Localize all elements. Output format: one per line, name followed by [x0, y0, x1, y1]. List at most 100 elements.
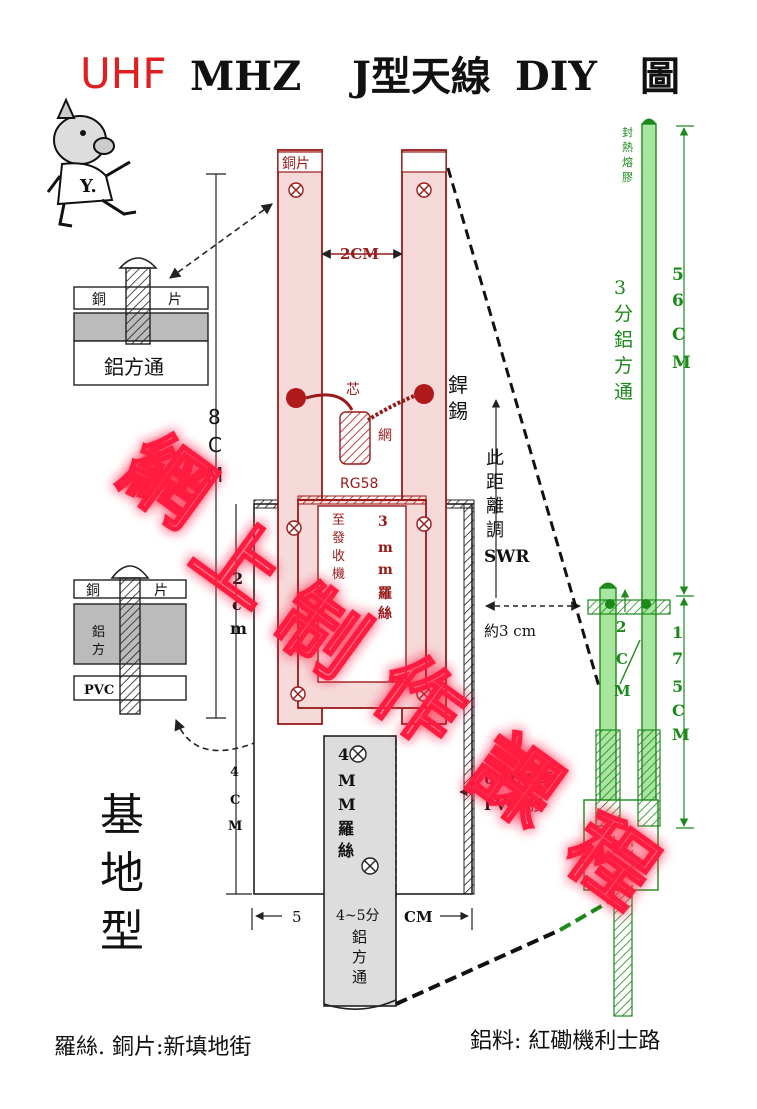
heat-glue-label: 封 熱 熔 膠 [622, 125, 633, 184]
screw-icon [349, 745, 379, 875]
copper-j-element [277, 149, 447, 725]
dim-56cm: 5 6 C M [672, 265, 691, 373]
footer-left: 羅絲. 銅片:新填地街 [54, 1035, 251, 1060]
tube-size-label: 4~5分 [336, 908, 380, 924]
detail1-pointer [169, 203, 273, 279]
pig-mascot-icon: Y. [46, 97, 137, 228]
svg-text:封: 封 [622, 125, 633, 139]
detail1-copper-a: 銅 [92, 292, 106, 308]
coax-feed [286, 384, 434, 465]
detail-copper-al-pvc-screw: 銅 片 鋁 方 PVC [73, 565, 187, 715]
svg-text:m: m [378, 562, 393, 578]
svg-text:機: 機 [332, 567, 345, 582]
svg-text:M: M [228, 819, 242, 834]
svg-text:通: 通 [352, 968, 367, 986]
svg-text:2: 2 [232, 569, 243, 588]
distance-swr-note: 此 距 離 調 [486, 448, 504, 541]
svg-text:M: M [614, 682, 631, 700]
detail2-copper-b: 片 [154, 583, 168, 599]
svg-text:7: 7 [672, 649, 683, 668]
svg-text:絲: 絲 [338, 841, 354, 860]
footer-right: 鋁料: 紅磡機利士路 [470, 1029, 660, 1054]
dim-cm-label: CM [404, 908, 433, 926]
svg-text:型: 型 [100, 906, 144, 957]
svg-text:收: 收 [332, 549, 345, 564]
title-uhf: UHF [80, 49, 166, 98]
detail1-al: 鋁方通 [104, 355, 164, 379]
svg-text:M: M [338, 771, 356, 790]
width-2cm-label: 2CM [340, 245, 379, 263]
dim-5-label: 5 [292, 908, 302, 926]
svg-text:1: 1 [672, 623, 683, 642]
connector-upper [446, 167, 602, 691]
svg-text:4: 4 [338, 745, 349, 764]
svg-text:熱: 熱 [622, 141, 633, 154]
pvc-top-right [445, 499, 475, 509]
title-j-antenna: J型天線 [349, 53, 491, 100]
detail2-copper-a: 銅 [86, 583, 100, 599]
to-transceiver-label: 至 發 收 機 [332, 513, 345, 582]
connector-lower [395, 928, 561, 1006]
green-antenna [583, 118, 671, 1017]
svg-text:C: C [616, 650, 628, 668]
svg-text:此: 此 [486, 448, 504, 469]
svg-text:3: 3 [614, 277, 626, 299]
svg-text:3: 3 [378, 514, 388, 530]
title-mhz: MHZ [190, 53, 301, 100]
solder-label-2: 錫 [448, 399, 468, 423]
detail1-copper-b: 片 [168, 292, 182, 308]
dim-2cm-right: 2 C M [614, 618, 631, 700]
svg-text:m: m [378, 540, 393, 556]
svg-text:地: 地 [100, 848, 144, 899]
svg-text:M: M [672, 353, 691, 373]
base-type-label: 基 地 型 [100, 790, 144, 957]
about-3cm-label: 約3 cm [484, 622, 536, 640]
dim-4cm: 4 C M [228, 765, 242, 834]
svg-text:方: 方 [614, 355, 633, 377]
svg-text:羅: 羅 [338, 819, 354, 838]
detail2-al-a: 鋁 [92, 625, 105, 640]
coax-label: RG58 [340, 476, 378, 492]
svg-text:調: 調 [486, 520, 504, 541]
svg-text:距: 距 [486, 472, 504, 493]
pvc-glue-label-b: 膠 [528, 796, 543, 814]
svg-text:基: 基 [100, 790, 144, 841]
pvc-6mm-label: 6 MM 厚 [484, 770, 553, 788]
screw-3mm-label: 3 m m 羅 絲 [378, 514, 393, 622]
title-tu: 圖 [640, 53, 680, 100]
svg-text:5: 5 [672, 677, 683, 696]
svg-text:C: C [672, 701, 685, 720]
detail-copper-al-screw: 銅 片 鋁方通 [73, 257, 209, 386]
svg-text:6: 6 [672, 291, 684, 311]
al-3fen-label: 3 分 鋁 方 通 [614, 277, 633, 403]
solder-label-1: 銲 [448, 373, 468, 397]
al-square-tube [323, 735, 397, 1007]
pvc-glue-label-a: PVC [484, 796, 519, 814]
copper-label: 銅片 [282, 156, 310, 172]
core-label: 芯 [346, 382, 360, 398]
svg-text:C: C [672, 325, 686, 345]
svg-text:M: M [338, 795, 356, 814]
svg-text:離: 離 [486, 496, 504, 517]
svg-text:鋁: 鋁 [352, 928, 367, 946]
swr-label: SWR [484, 547, 530, 567]
title-diy: DIY [515, 53, 597, 100]
svg-text:C: C [230, 793, 240, 808]
svg-text:5: 5 [672, 265, 684, 285]
svg-text:絲: 絲 [378, 605, 392, 622]
dim-17-5cm: 1 7 5 C M [672, 623, 690, 744]
svg-text:通: 通 [614, 381, 633, 403]
svg-text:8: 8 [208, 405, 221, 429]
svg-text:m: m [230, 619, 247, 638]
svg-text:2: 2 [616, 618, 626, 636]
mesh-label: 網 [378, 428, 392, 444]
screw-4mm-label: 4 M M 羅 絲 [338, 745, 356, 860]
dim-2cm: 2 c m [230, 569, 247, 638]
svg-text:M: M [672, 725, 690, 744]
mascot-shirt-text: Y. [79, 176, 97, 197]
svg-text:發: 發 [332, 531, 345, 546]
svg-text:至: 至 [332, 513, 345, 528]
detail2-pvc: PVC [84, 683, 114, 698]
detail2-al-b: 方 [92, 642, 105, 658]
copper-screw-icon [286, 182, 432, 702]
